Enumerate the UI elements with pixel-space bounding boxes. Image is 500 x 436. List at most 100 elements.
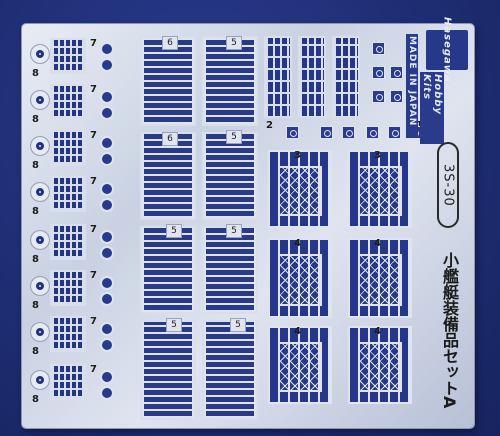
part-number-7: 7	[90, 176, 97, 187]
part-number-4: 4	[374, 238, 381, 249]
part-number-6: 6	[167, 38, 173, 48]
part-label-tab: 5	[230, 318, 246, 332]
part-number-8: 8	[32, 114, 39, 125]
part-label-tab: 6	[162, 132, 178, 146]
product-name: 小艦艇装備品セットA	[440, 251, 459, 409]
ladder-part-5	[202, 132, 258, 220]
ladder-part-5	[202, 36, 258, 126]
wheel-part	[100, 230, 114, 244]
part-number-8: 8	[32, 206, 39, 217]
emblem-part	[372, 66, 385, 79]
emblem-part	[372, 42, 385, 55]
made-in-label: MADE IN JAPAN	[406, 34, 418, 138]
part-number-8: 8	[32, 160, 39, 171]
ladder-part-5	[202, 320, 258, 420]
disc-part	[30, 182, 50, 202]
wheel-part	[100, 370, 114, 384]
product-code-box: 3S-30	[437, 142, 459, 228]
part-label-tab: 5	[166, 224, 182, 238]
grating-part	[332, 36, 360, 118]
wheel-part	[100, 182, 114, 196]
brand-logo: Hasegawa	[426, 17, 468, 83]
part-number-5: 5	[231, 38, 237, 48]
grating-part	[298, 36, 326, 118]
part-number-4: 4	[374, 326, 381, 337]
box-part-3	[348, 150, 412, 228]
wheel-part	[100, 386, 114, 400]
part-number-7: 7	[90, 130, 97, 141]
emblem-part	[342, 126, 355, 139]
part-number-7: 7	[90, 270, 97, 281]
part-number-8: 8	[32, 68, 39, 79]
part-number-3: 3	[374, 150, 381, 161]
wheel-part	[100, 338, 114, 352]
emblem-part	[320, 126, 333, 139]
part-number-1: 1	[416, 120, 423, 131]
emblem-part	[286, 126, 299, 139]
disc-part	[30, 44, 50, 64]
emblem-part	[372, 90, 385, 103]
ladder-part-5	[202, 226, 258, 314]
emblem-part	[390, 66, 403, 79]
part-label-tab: 6	[162, 36, 178, 50]
brand-line-label: Hobby Kits	[420, 72, 444, 144]
part-number-7: 7	[90, 364, 97, 375]
part-number-8: 8	[32, 300, 39, 311]
emblem-part	[366, 126, 379, 139]
part-label-tab: 5	[226, 224, 242, 238]
disc-part	[30, 230, 50, 250]
vent-part	[50, 316, 86, 352]
part-number-5: 5	[231, 132, 237, 142]
part-number-4: 4	[294, 238, 301, 249]
part-number-5: 5	[231, 226, 237, 236]
disc-part	[30, 370, 50, 390]
disc-part	[30, 276, 50, 296]
vent-part	[50, 270, 86, 306]
part-number-5: 5	[235, 320, 241, 330]
box-part-4	[268, 238, 332, 318]
vent-part	[50, 176, 86, 212]
part-label-tab: 5	[166, 318, 182, 332]
part-number-6: 6	[167, 134, 173, 144]
vent-part	[50, 130, 86, 166]
wheel-part	[100, 198, 114, 212]
product-code: 3S-30	[440, 163, 456, 207]
grating-part	[264, 36, 292, 118]
wheel-part	[100, 322, 114, 336]
part-label-tab: 5	[226, 130, 242, 144]
vent-part	[50, 364, 86, 400]
vent-part	[50, 224, 86, 260]
part-number-5: 5	[171, 226, 177, 236]
wheel-part	[100, 152, 114, 166]
part-number-3: 3	[294, 150, 301, 161]
part-number-2: 2	[266, 120, 273, 131]
ladder-part-6	[140, 132, 196, 220]
disc-part	[30, 90, 50, 110]
part-number-8: 8	[32, 394, 39, 405]
box-part-3	[268, 150, 332, 228]
part-number-7: 7	[90, 224, 97, 235]
wheel-part	[100, 292, 114, 306]
box-part-4	[348, 238, 412, 318]
vent-part	[50, 38, 86, 74]
part-number-4: 4	[294, 326, 301, 337]
part-label-tab: 5	[226, 36, 242, 50]
part-number-8: 8	[32, 346, 39, 357]
disc-part	[30, 136, 50, 156]
wheel-part	[100, 136, 114, 150]
part-number-8: 8	[32, 254, 39, 265]
box-part-4	[268, 326, 332, 404]
vent-part	[50, 84, 86, 120]
box-part-4	[348, 326, 412, 404]
part-number-5: 5	[171, 320, 177, 330]
disc-part	[30, 322, 50, 342]
wheel-part	[100, 106, 114, 120]
ladder-part-5	[140, 226, 196, 314]
emblem-part	[390, 90, 403, 103]
part-number-7: 7	[90, 38, 97, 49]
part-number-7: 7	[90, 84, 97, 95]
ladder-part-5	[140, 320, 196, 420]
part-number-7: 7	[90, 316, 97, 327]
wheel-part	[100, 42, 114, 56]
wheel-part	[100, 246, 114, 260]
